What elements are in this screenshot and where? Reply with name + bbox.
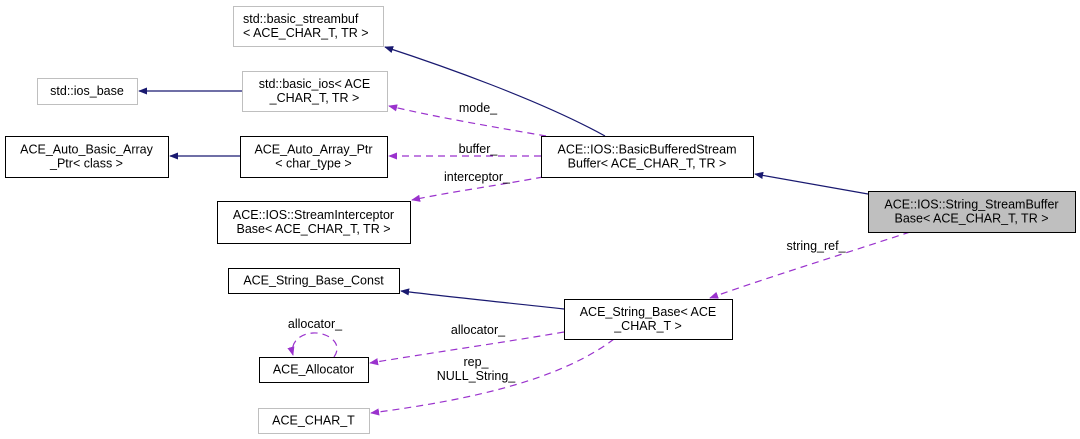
class-node-basic-ios: std::basic_ios< ACE_CHAR_T, TR > — [242, 71, 388, 112]
node-label: < ACE_CHAR_T, TR > — [243, 26, 369, 40]
class-node-basic-streambuf: std::basic_streambuf< ACE_CHAR_T, TR > — [233, 6, 384, 47]
node-label: Base< ACE_CHAR_T, TR > — [894, 212, 1048, 226]
class-node-ios-base: std::ios_base — [37, 78, 138, 105]
node-box — [5, 136, 169, 178]
node-label: ACE::IOS::BasicBufferedStream — [557, 143, 736, 157]
node-box — [228, 268, 400, 294]
node-label: std::ios_base — [50, 84, 124, 98]
node-box — [37, 78, 138, 105]
node-label: Base< ACE_CHAR_T, TR > — [236, 222, 390, 236]
node-label: _Ptr< class > — [49, 157, 123, 171]
usage-edge-allocator-to-allocator — [287, 332, 338, 358]
node-label: _CHAR_T, TR > — [269, 91, 360, 105]
node-label: ACE_Auto_Basic_Array — [20, 143, 153, 157]
node-box — [541, 136, 754, 178]
edge-label: buffer_ — [459, 142, 499, 156]
edge-label: string_ref_ — [786, 239, 846, 253]
node-label: Buffer< ACE_CHAR_T, TR > — [568, 157, 727, 171]
node-box — [259, 357, 369, 383]
edge-label: interceptor_ — [444, 170, 511, 184]
node-box — [868, 191, 1076, 233]
class-node-string-base[interactable]: ACE_String_Base< ACE_CHAR_T > — [564, 299, 733, 340]
edge-label: rep_ — [463, 355, 489, 369]
node-label: < char_type > — [275, 157, 351, 171]
class-node-auto-basic-array-ptr[interactable]: ACE_Auto_Basic_Array_Ptr< class > — [5, 136, 169, 178]
node-box — [242, 71, 388, 112]
node-label: ACE_CHAR_T — [272, 414, 355, 428]
usage-edge-basic_buffered_stream-to-stream_interceptor — [411, 176, 544, 202]
usage-edge-string_base-to-ace_char_t — [370, 338, 615, 416]
edge-label: allocator_ — [451, 323, 506, 337]
node-label: std::basic_streambuf — [243, 12, 359, 26]
node-box — [233, 6, 384, 47]
class-node-ace-char-t: ACE_CHAR_T — [258, 408, 370, 434]
node-box — [564, 299, 733, 340]
usage-edge-string_streambuffer-to-string_base — [709, 231, 911, 299]
edge-label: allocator_ — [288, 317, 343, 331]
usage-edge-basic_buffered_stream-to-basic_ios — [388, 104, 547, 137]
node-label: ACE::IOS::StreamInterceptor — [233, 208, 394, 222]
class-node-auto-array-ptr[interactable]: ACE_Auto_Array_Ptr< char_type > — [240, 136, 388, 178]
node-label: ACE_Allocator — [273, 363, 354, 377]
edge-label: mode_ — [459, 101, 498, 115]
node-box — [240, 136, 388, 178]
inheritance-edge-basic_buffered_stream-to-basic_streambuf — [384, 46, 606, 137]
node-label: _CHAR_T > — [613, 319, 682, 333]
class-node-allocator[interactable]: ACE_Allocator — [259, 357, 369, 383]
node-box — [217, 201, 411, 244]
inheritance-edge-string_streambuffer-to-basic_buffered_stream — [754, 171, 869, 195]
node-box — [258, 408, 370, 434]
inheritance-edge-string_base-to-string_base_const — [400, 288, 565, 310]
node-label: ACE::IOS::String_StreamBuffer — [884, 198, 1058, 212]
usage-edge-string_base-to-allocator — [369, 331, 565, 366]
edge-label: NULL_String_ — [437, 369, 517, 383]
node-label: ACE_Auto_Array_Ptr — [254, 143, 372, 157]
class-node-string-base-const[interactable]: ACE_String_Base_Const — [228, 268, 400, 294]
node-label: ACE_String_Base< ACE — [580, 305, 717, 319]
node-label: ACE_String_Base_Const — [243, 274, 384, 288]
node-label: std::basic_ios< ACE — [259, 77, 371, 91]
